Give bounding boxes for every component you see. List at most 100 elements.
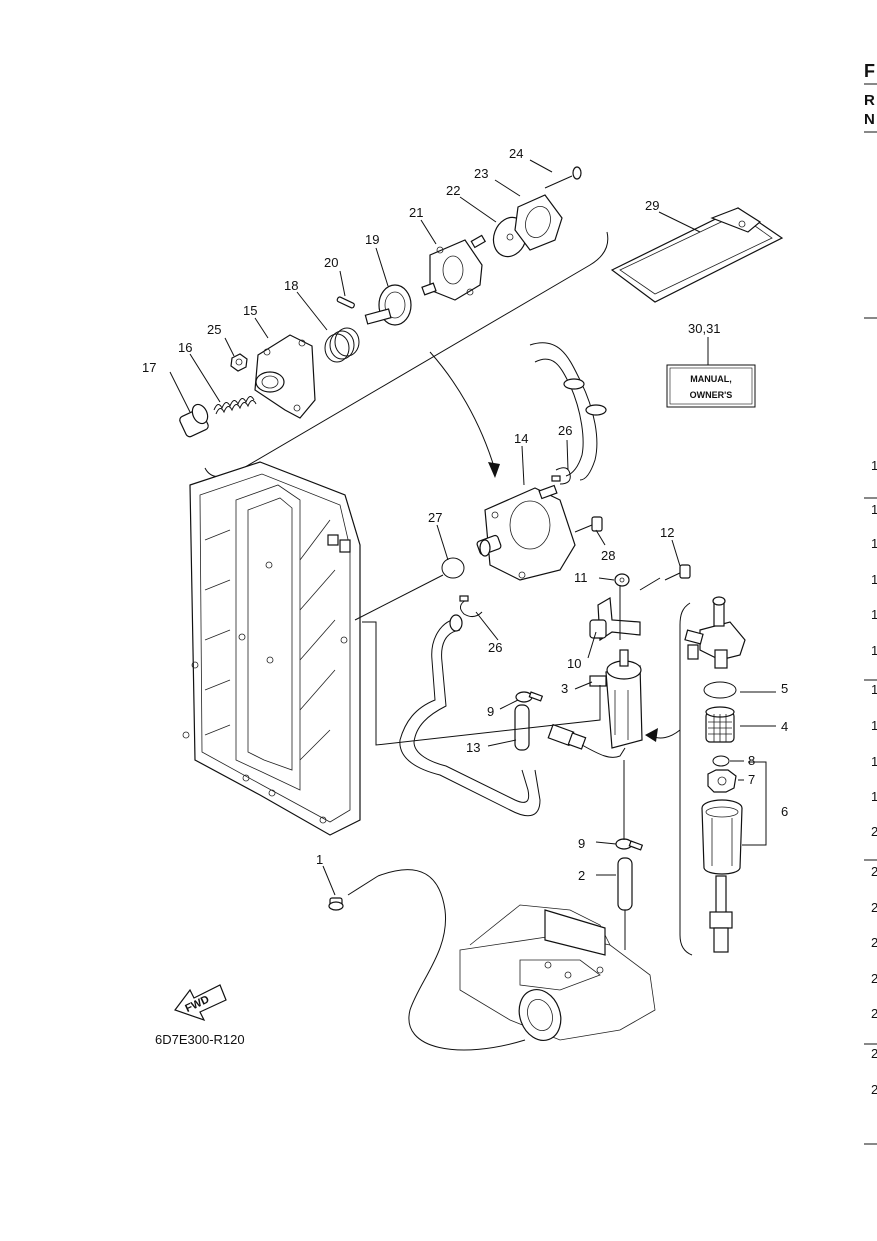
callout-21: 21 <box>409 205 423 220</box>
part-2-fuel-hose <box>617 857 633 911</box>
part-24-screw <box>544 166 582 189</box>
edge-item-number: 1 <box>871 754 877 769</box>
callout-3: 3 <box>561 681 568 696</box>
callout-8: 8 <box>748 753 755 768</box>
part-21-pump-cover <box>421 234 487 301</box>
bolt-to-bracket-leader <box>639 577 661 591</box>
callout-13: 13 <box>466 740 480 755</box>
part-7-float <box>707 769 737 793</box>
part-9-hose-clip <box>615 838 644 851</box>
group-pointer-arrowhead <box>488 462 500 478</box>
edge-right-column: 1 1 1 1 1 1 1 1 1 1 2 2 2 2 2 2 2 2 <box>864 317 877 1145</box>
callout-22: 22 <box>446 183 460 198</box>
edge-item-number: 1 <box>871 536 877 551</box>
callout-29: 29 <box>645 198 659 213</box>
part-28-bolt <box>574 516 603 533</box>
engine-base-unit <box>459 904 656 1041</box>
part-10-bracket <box>589 597 641 642</box>
callout-20: 20 <box>324 255 338 270</box>
owners-manual-box: MANUAL, OWNER'S <box>666 364 756 408</box>
part-5-o-ring <box>703 681 737 699</box>
manual-label-line1: MANUAL, <box>690 374 732 384</box>
edge-item-number: 2 <box>871 1006 877 1021</box>
callout-18: 18 <box>284 278 298 293</box>
edge-item-number: 1 <box>871 682 877 697</box>
callout-26: 26 <box>558 423 572 438</box>
fuel-pump-group-bracket <box>204 231 609 477</box>
edge-item-number: 1 <box>871 572 877 587</box>
callout-27: 27 <box>428 510 442 525</box>
filter-group-arrowhead <box>645 728 658 742</box>
part-14-fuel-pump <box>476 484 576 581</box>
edge-header-letter: R <box>864 92 875 109</box>
edge-item-number: 1 <box>871 607 877 622</box>
edge-item-number: 2 <box>871 1082 877 1097</box>
part-26-hose-clip <box>459 595 483 618</box>
callout-24: 24 <box>509 146 523 161</box>
edge-item-number: 2 <box>871 971 877 986</box>
manual-label-line2: OWNER'S <box>690 390 733 400</box>
part-1-hose <box>377 869 526 1051</box>
edge-header: F R N <box>864 61 877 133</box>
callout-14: 14 <box>514 431 528 446</box>
head-to-pump-leader <box>354 574 444 621</box>
edge-item-number: 1 <box>871 789 877 804</box>
callout-1: 1 <box>316 852 323 867</box>
filter-head-upper <box>684 596 746 669</box>
part-9-hose-clip <box>515 691 544 703</box>
callout-7: 7 <box>748 772 755 787</box>
part-27-o-ring <box>441 557 465 579</box>
edge-item-number: 1 <box>871 458 877 473</box>
part-29-document-bag <box>610 207 784 303</box>
part-16-spring <box>213 396 257 415</box>
upper-fuel-hose <box>529 342 607 481</box>
callout-15: 15 <box>243 303 257 318</box>
edge-item-number: 2 <box>871 935 877 950</box>
part-20-pin <box>336 296 355 309</box>
part-6-filter-cup <box>701 799 743 953</box>
callout-labels: 1 2 3 4 5 6 7 8 9 9 10 11 12 13 14 15 16… <box>142 146 788 883</box>
edge-header-letter: F <box>864 61 875 81</box>
diagram-reference-code: 6D7E300-R120 <box>155 1032 245 1047</box>
part-3-fuel-filter <box>589 649 643 749</box>
callout-9: 9 <box>578 836 585 851</box>
callout-12: 12 <box>660 525 674 540</box>
callout-16: 16 <box>178 340 192 355</box>
callout-leaders <box>169 159 776 896</box>
part-1-hose-end <box>347 875 379 896</box>
part-17-plunger <box>179 403 209 438</box>
edge-item-number: 2 <box>871 1046 877 1061</box>
callout-23: 23 <box>474 166 488 181</box>
parts-6-7-8-bracket <box>742 761 767 846</box>
part-19-diaphragm <box>364 284 412 326</box>
edge-item-number: 2 <box>871 824 877 839</box>
part-15-pump-housing <box>254 334 316 419</box>
filter-sensor-connector <box>547 723 626 758</box>
edge-item-number: 2 <box>871 864 877 879</box>
fuel-pump-outlet-hose <box>399 614 541 817</box>
callout-11: 11 <box>574 570 588 585</box>
callout-9: 9 <box>487 704 494 719</box>
edge-item-number: 1 <box>871 718 877 733</box>
cylinder-head <box>182 461 361 836</box>
callout-6: 6 <box>781 804 788 819</box>
callout-10: 10 <box>567 656 581 671</box>
forward-direction-arrow: FWD <box>174 984 227 1022</box>
callout-19: 19 <box>365 232 379 247</box>
callout-25: 25 <box>207 322 221 337</box>
part-1-hose-fitting <box>328 897 344 911</box>
callout-5: 5 <box>781 681 788 696</box>
callout-17: 17 <box>142 360 156 375</box>
group-pointer-line <box>429 351 496 471</box>
edge-item-number: 1 <box>871 502 877 517</box>
part-12-bolt <box>664 564 691 581</box>
callout-2: 2 <box>578 868 585 883</box>
filter-group-bracket <box>679 602 693 956</box>
part-11-nut <box>614 573 630 587</box>
edge-item-number: 1 <box>871 643 877 658</box>
callout-26: 26 <box>488 640 502 655</box>
part-23-cover <box>514 194 563 251</box>
part-8-ring <box>712 755 730 767</box>
callout-4: 4 <box>781 719 788 734</box>
